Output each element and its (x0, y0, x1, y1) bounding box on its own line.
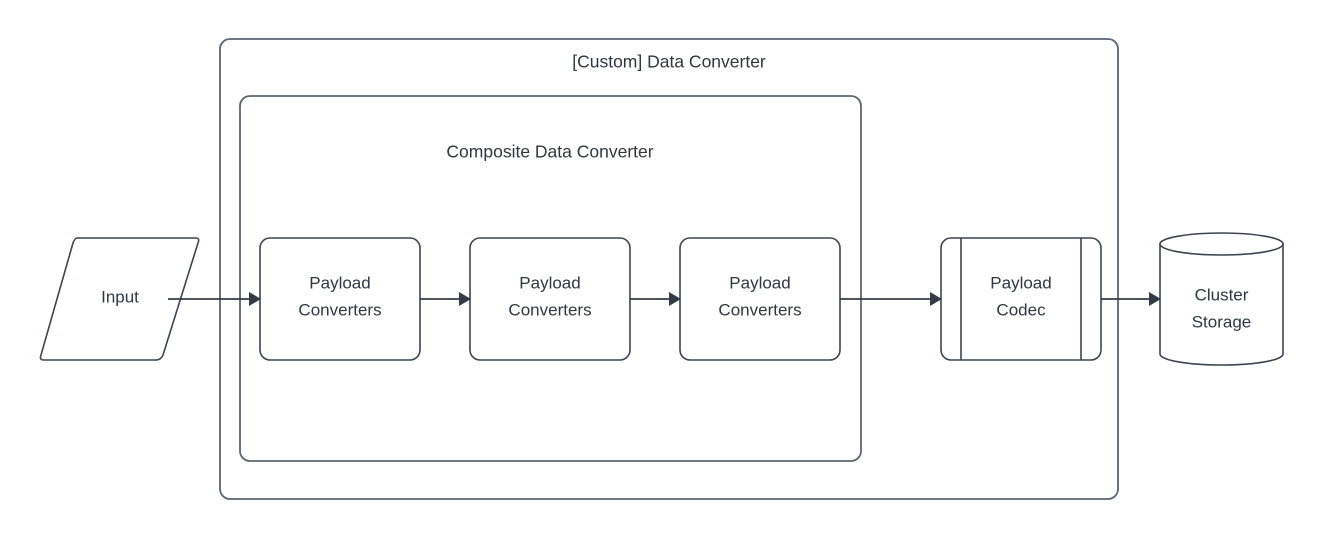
connector-converter-3-to-payload-codec (840, 292, 942, 306)
arrow-head-icon (1149, 292, 1161, 306)
node-input[interactable]: Input (39, 237, 200, 361)
input-shape[interactable] (39, 237, 200, 361)
composite-data-converter-box[interactable] (239, 95, 862, 462)
node-payload-converters-1[interactable]: Payload Converters (259, 237, 421, 361)
custom-data-converter-box[interactable] (219, 38, 1119, 500)
payload-codec-label-line1: Payload (990, 273, 1051, 292)
node-payload-codec[interactable]: Payload Codec (940, 237, 1102, 361)
node-payload-converters-2[interactable]: Payload Converters (469, 237, 631, 361)
payload-converters-1-label-line2: Converters (298, 300, 381, 319)
arrow-head-icon (669, 292, 681, 306)
container-composite-data-converter[interactable]: Composite Data Converter (239, 95, 862, 462)
connector-payload-codec-to-cluster-storage (1101, 292, 1161, 306)
payload-converters-1-label-line1: Payload (309, 273, 370, 292)
payload-converters-3-label-line1: Payload (729, 273, 790, 292)
connector-converter-2-to-converter-3 (630, 292, 681, 306)
node-payload-converters-3[interactable]: Payload Converters (679, 237, 841, 361)
composite-data-converter-label: Composite Data Converter (446, 142, 653, 162)
connector-input-to-converter-1 (168, 292, 261, 306)
input-label: Input (101, 287, 139, 306)
payload-converters-2-label-line1: Payload (519, 273, 580, 292)
connector-converter-1-to-converter-2 (420, 292, 471, 306)
custom-data-converter-label: [Custom] Data Converter (572, 52, 766, 72)
payload-codec-label-line2: Codec (996, 300, 1046, 319)
payload-codec-shape[interactable] (940, 237, 1102, 361)
payload-converters-2-shape[interactable] (469, 237, 631, 361)
cluster-storage-body[interactable] (1159, 243, 1284, 366)
payload-converters-3-label-line2: Converters (718, 300, 801, 319)
payload-converters-2-label-line2: Converters (508, 300, 591, 319)
arrow-head-icon (930, 292, 942, 306)
payload-converters-1-shape[interactable] (259, 237, 421, 361)
cluster-storage-top-ellipse (1159, 232, 1284, 256)
container-custom-data-converter[interactable]: [Custom] Data Converter (219, 38, 1119, 500)
arrow-head-icon (249, 292, 261, 306)
node-cluster-storage[interactable]: Cluster Storage (1159, 232, 1284, 366)
payload-converters-3-shape[interactable] (679, 237, 841, 361)
cluster-storage-label-line2: Storage (1192, 312, 1252, 331)
arrow-head-icon (459, 292, 471, 306)
cluster-storage-label-line1: Cluster (1195, 285, 1249, 304)
